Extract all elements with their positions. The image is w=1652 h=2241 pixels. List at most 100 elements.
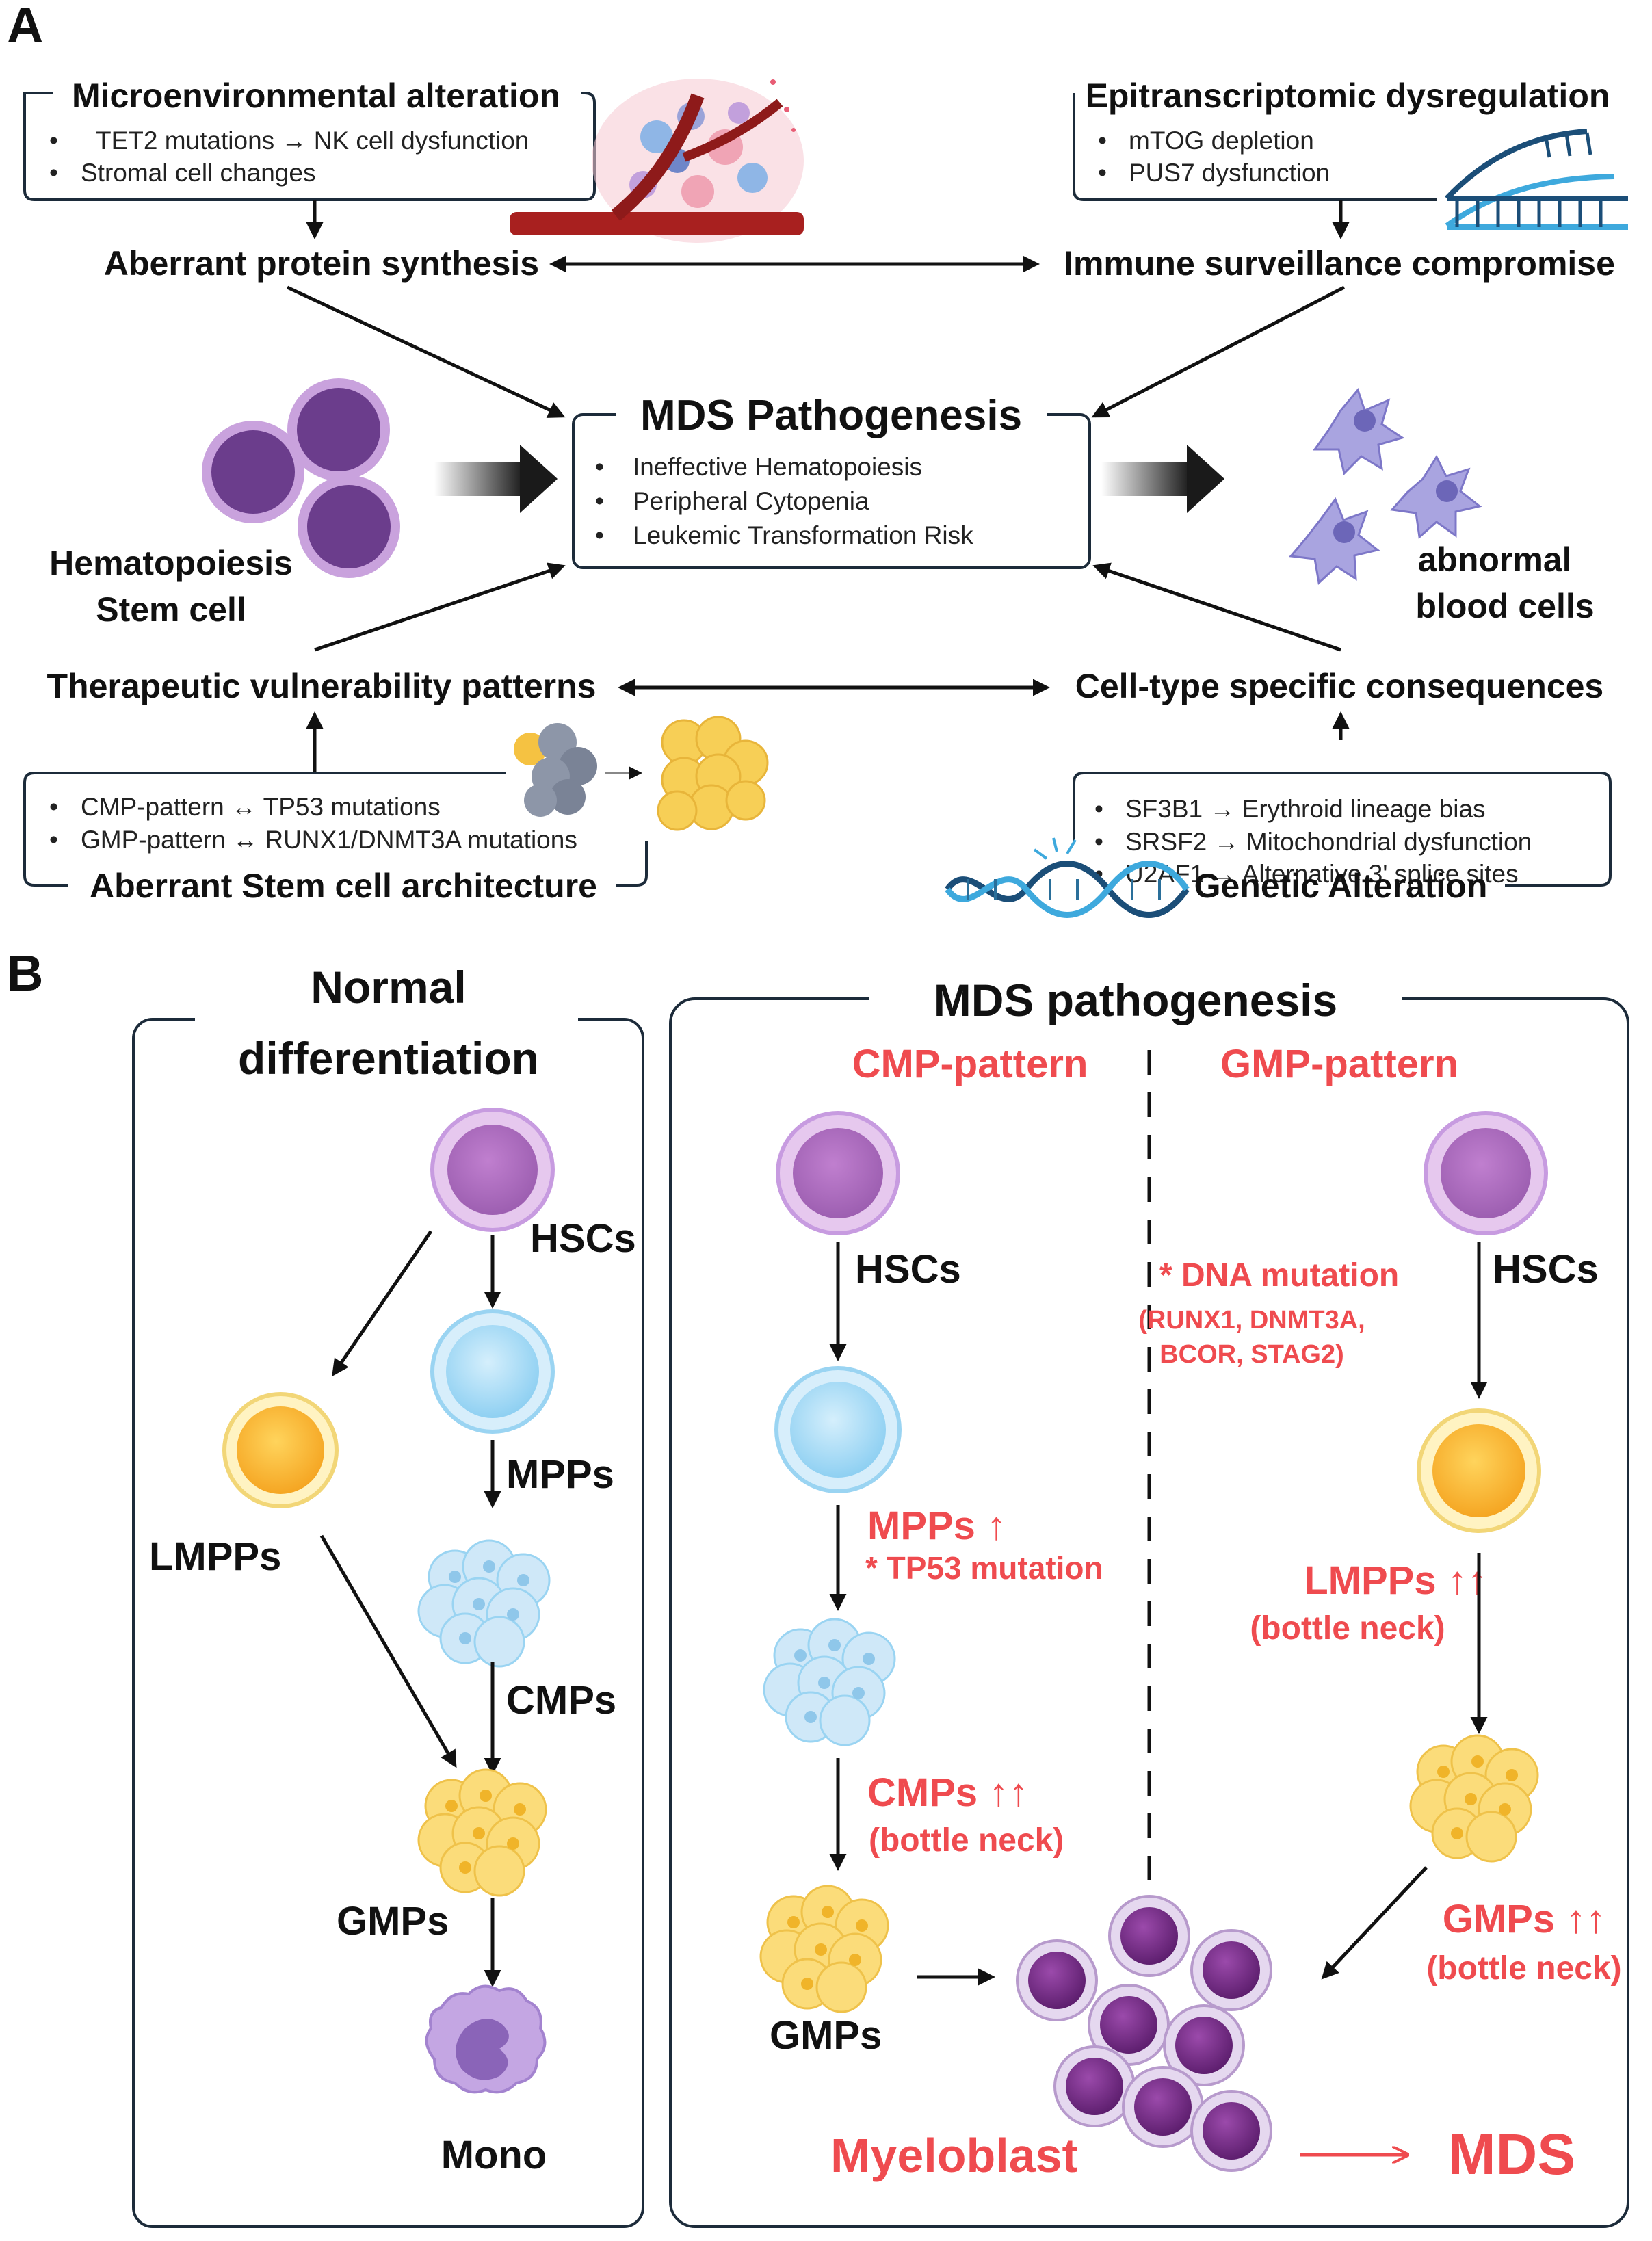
epi-bullet-2: PUS7 dysfunction <box>1129 159 1330 187</box>
microenvironment-box: Microenvironmental alteration • TET2 mut… <box>23 77 596 201</box>
epitranscriptomic-title: Epitranscriptomic dysregulation <box>1086 77 1610 115</box>
stem-cluster-icon <box>514 716 769 831</box>
arrow-protein-center <box>286 285 566 418</box>
mds-gmp-right-label: GMPs ↑↑ <box>1443 1897 1606 1941</box>
normal-hsc-label: HSCs <box>530 1216 636 1261</box>
myeloblast-label: Myeloblast <box>830 2129 1078 2182</box>
mds-cmp-label: CMPs ↑↑ <box>867 1770 1028 1815</box>
micro-bullet-1: TET2 mutations → NK cell dysfunction <box>96 127 529 155</box>
stem-label-1: Hematopoiesis <box>49 544 293 582</box>
svg-text:•: • <box>1094 828 1103 856</box>
normal-gmp-label: GMPs <box>337 1899 449 1943</box>
gmp-pattern-label: GMP-pattern <box>1220 1042 1458 1086</box>
svg-text:•: • <box>49 159 58 187</box>
svg-text:•: • <box>595 521 604 549</box>
gradient-arrow-left <box>434 445 558 513</box>
rna-strand-icon <box>1445 129 1628 230</box>
mds-pathogenesis-box: MDS Pathogenesis • Ineffective Hematopoi… <box>572 392 1091 569</box>
micro-bullet-2: Stromal cell changes <box>81 159 315 187</box>
svg-text:•: • <box>595 453 604 481</box>
normal-mono-cell <box>425 1984 547 2094</box>
mds-final-label: MDS <box>1448 2122 1576 2186</box>
normal-lmpp-cell <box>222 1392 339 1508</box>
arrow-immune-center <box>1091 285 1346 418</box>
dna-helix-icon <box>945 837 1190 918</box>
mds-lmpp-cell <box>1417 1408 1541 1533</box>
genetic-bullet-1: SF3B1 → Erythroid lineage bias <box>1125 795 1486 823</box>
myeloblast-cluster <box>1016 1895 1272 2172</box>
mds-hsc-right-cell <box>1424 1111 1548 1235</box>
svg-text:•: • <box>49 826 58 854</box>
architecture-title: Aberrant Stem cell architecture <box>90 867 597 905</box>
mds-lmpp-label: LMPPs ↑↑ <box>1304 1558 1487 1603</box>
dna-genes-1: (RUNX1, DNMT3A, <box>1138 1306 1365 1335</box>
bone-marrow-icon <box>510 79 804 243</box>
celltype-label: Cell-type specific consequences <box>1075 667 1604 705</box>
abnormal-label-1: abnormal <box>1417 540 1571 579</box>
center-bullet-3: Leukemic Transformation Risk <box>633 521 973 549</box>
mds-mpp-label: MPPs ↑ <box>867 1504 1006 1548</box>
mds-gmp-right-cell <box>1409 1734 1539 1863</box>
arrow-celltype-center <box>1092 562 1341 652</box>
arrow-hsc-lmpp <box>332 1230 433 1377</box>
normal-title-1: Normal <box>311 962 466 1012</box>
mds-mpp-cell <box>774 1366 902 1493</box>
abnormal-label-2: blood cells <box>1415 587 1594 625</box>
bottle-neck-3: (bottle neck) <box>1426 1950 1621 1987</box>
microenvironment-title: Microenvironmental alteration <box>72 77 560 115</box>
tp53-label: * TP53 mutation <box>865 1550 1103 1586</box>
epi-bullet-1: mTOG depletion <box>1129 127 1314 155</box>
svg-text:•: • <box>1098 159 1107 187</box>
panel-b-letter: B <box>7 945 43 1001</box>
immune-label: Immune surveillance compromise <box>1064 244 1615 283</box>
genetic-box: • SF3B1 → Erythroid lineage bias • SRSF2… <box>1073 772 1612 905</box>
normal-cmp-cell <box>417 1539 551 1668</box>
center-bullet-2: Peripheral Cytopenia <box>633 487 869 515</box>
normal-cmp-label: CMPs <box>506 1678 616 1722</box>
mds-hsc-left-label: HSCs <box>855 1247 961 1292</box>
aberrant-protein-label: Aberrant protein synthesis <box>104 244 539 283</box>
architecture-bullet-1: CMP-pattern ↔ TP53 mutations <box>81 793 441 821</box>
normal-lmpp-label: LMPPs <box>149 1534 281 1579</box>
genetic-bullet-3: U2AF1 → Alternative 3' splice sites <box>1125 860 1519 888</box>
normal-hsc-cell <box>430 1108 555 1232</box>
normal-mpp-cell <box>430 1309 555 1434</box>
gradient-arrow-right <box>1101 445 1224 513</box>
bottle-neck-2: (bottle neck) <box>1250 1610 1445 1647</box>
epitranscriptomic-box: Epitranscriptomic dysregulation • mTOG d… <box>1073 77 1610 201</box>
stem-label-2: Stem cell <box>96 590 246 629</box>
panel-a-letter: A <box>7 0 43 53</box>
cmp-pattern-label: CMP-pattern <box>852 1042 1088 1086</box>
arrow-gmp-myeloblast-right <box>1321 1866 1428 1980</box>
mds-hsc-right-label: HSCs <box>1493 1247 1599 1292</box>
genetic-title: Genetic Alteration <box>1194 867 1488 905</box>
normal-mpp-label: MPPs <box>506 1452 614 1497</box>
normal-mono-label: Mono <box>441 2133 547 2177</box>
mds-gmp-left-label: GMPs <box>770 2013 882 2058</box>
stem-cells-icon <box>202 378 400 578</box>
center-bullet-1: Ineffective Hematopoiesis <box>633 453 922 481</box>
normal-title-2: differentiation <box>238 1033 539 1084</box>
center-title: MDS Pathogenesis <box>640 392 1022 439</box>
abnormal-cells-icon <box>1289 387 1482 585</box>
svg-text:•: • <box>49 127 58 155</box>
architecture-box: • CMP-pattern ↔ TP53 mutations • GMP-pat… <box>23 772 648 905</box>
svg-text:•: • <box>1098 127 1107 155</box>
mds-cmp-cell <box>763 1618 896 1746</box>
architecture-bullet-2: GMP-pattern ↔ RUNX1/DNMT3A mutations <box>81 826 577 854</box>
genetic-bullet-2: SRSF2 → Mitochondrial dysfunction <box>1125 828 1532 856</box>
dna-genes-2: BCOR, STAG2) <box>1159 1340 1344 1369</box>
mds-hsc-left-cell <box>776 1111 900 1235</box>
arrow-lmpp-gmp <box>319 1534 457 1768</box>
therapeutic-label: Therapeutic vulnerability patterns <box>47 667 596 705</box>
svg-text:•: • <box>49 793 58 821</box>
dna-mutation-label: * DNA mutation <box>1159 1257 1399 1294</box>
normal-differentiation-box: Normal differentiation <box>132 958 644 2228</box>
normal-gmp-cell <box>417 1768 547 1897</box>
arrow-therapeutic-center <box>314 562 566 652</box>
mds-gmp-left-cell <box>759 1885 889 2013</box>
svg-text:•: • <box>595 487 604 515</box>
bottle-neck-1: (bottle neck) <box>869 1822 1064 1859</box>
mds-panel-title: MDS pathogenesis <box>934 975 1337 1025</box>
